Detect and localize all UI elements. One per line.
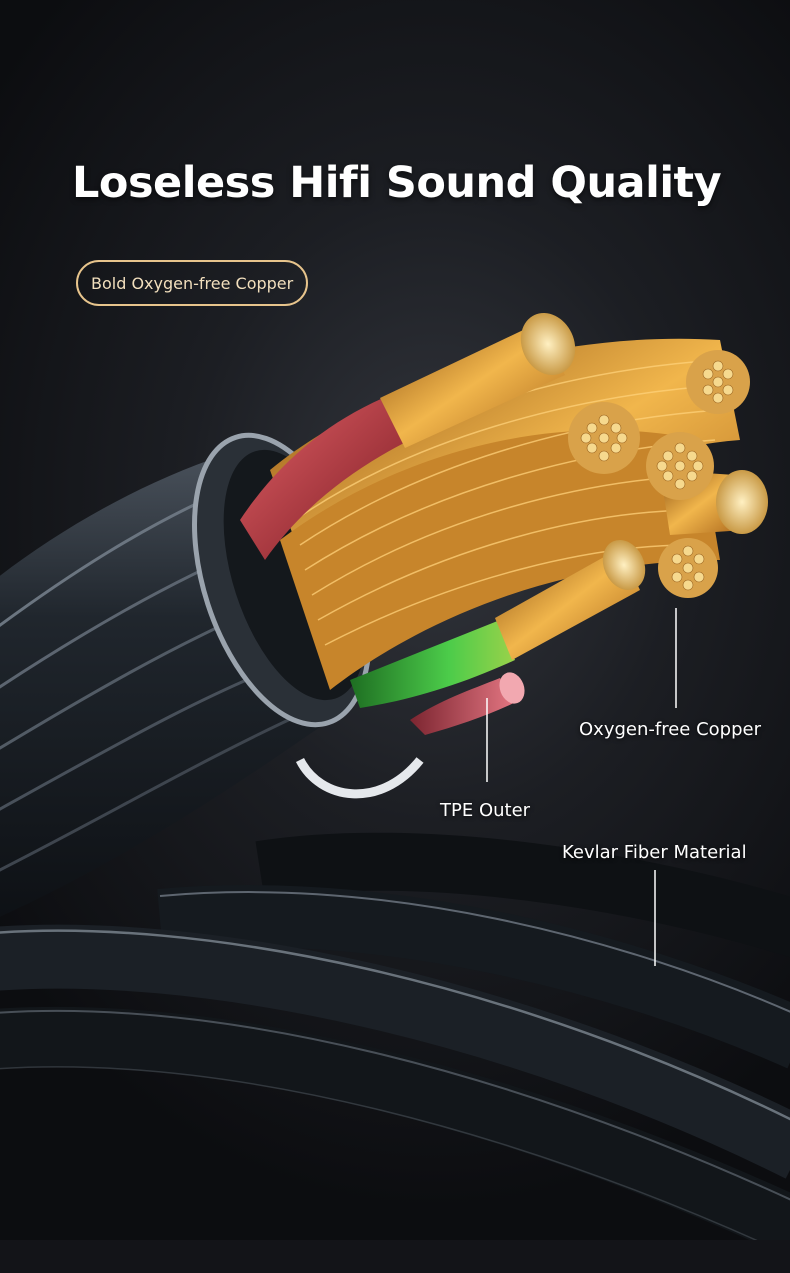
strand-bundle-ends bbox=[568, 350, 750, 598]
tpe-outer-tube bbox=[410, 672, 525, 735]
callout-tpe-outer: TPE Outer bbox=[440, 800, 531, 821]
headline: Loseless Hifi Sound Quality bbox=[72, 158, 722, 208]
red-insulated-conductor bbox=[240, 312, 576, 560]
callout-kevlar-fiber: Kevlar Fiber Material bbox=[562, 842, 747, 863]
bottom-strip bbox=[0, 1240, 790, 1273]
copper-badge: Bold Oxygen-free Copper bbox=[76, 260, 309, 306]
green-insulated-conductor bbox=[350, 539, 646, 708]
lower-cable-loop bbox=[0, 832, 790, 1258]
callout-oxygen-free-copper: Oxygen-free Copper bbox=[579, 719, 761, 740]
callout-leader-lines bbox=[486, 608, 677, 966]
